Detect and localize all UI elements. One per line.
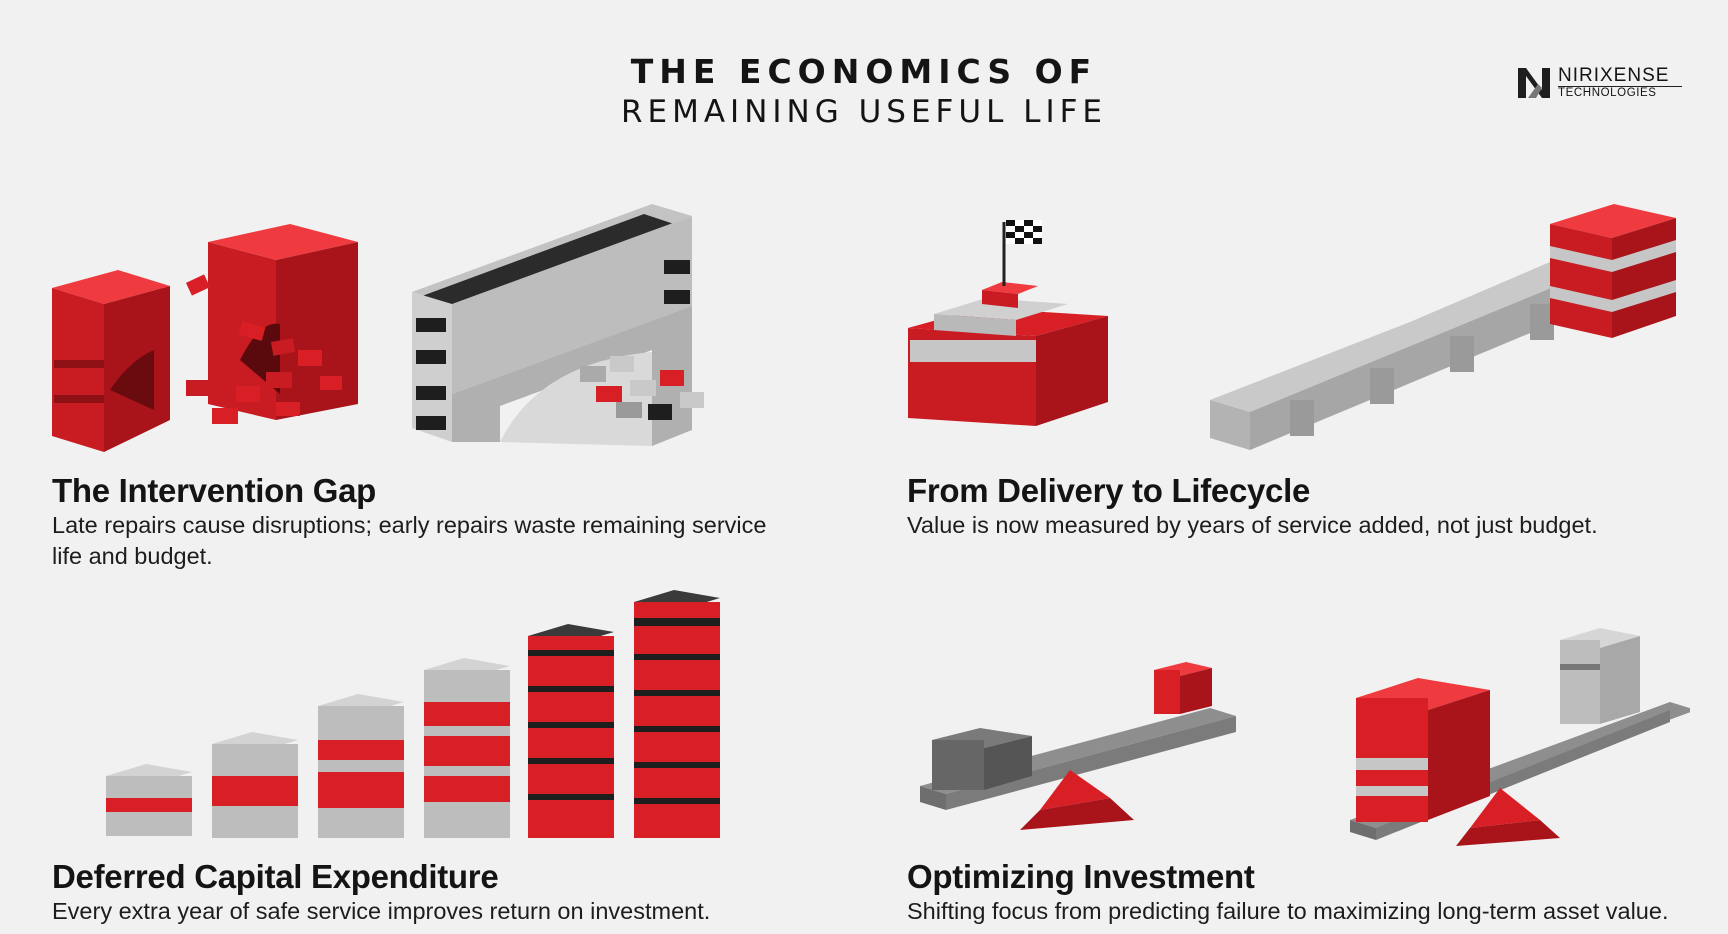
page-title: THE ECONOMICS OF REMAINING USEFUL LIFE	[0, 52, 1728, 132]
panel-title: The Intervention Gap	[52, 472, 377, 509]
panel-deferred-capex: Deferred Capital Expenditure Every extra…	[52, 858, 832, 927]
panel-deferred-capex-art	[96, 590, 816, 850]
seesaw-icon	[920, 628, 1690, 846]
panel-title: Optimizing Investment	[907, 858, 1255, 895]
broken-bridge-icon	[52, 204, 704, 452]
panel-description: Every extra year of safe service improve…	[52, 898, 711, 924]
brand-name: NIRIXENSE	[1558, 65, 1670, 86]
panel-delivery-lifecycle-art	[890, 190, 1690, 460]
panel-description: Value is now measured by years of servic…	[907, 512, 1598, 538]
finish-flag-icon	[908, 204, 1676, 450]
checkered-flag	[1006, 220, 1042, 244]
brand-mark-icon	[1518, 68, 1550, 98]
brand-logo: NIRIXENSE TECHNOLOGIES	[1516, 66, 1686, 102]
panel-intervention-gap-art	[40, 190, 860, 460]
panel-title: From Delivery to Lifecycle	[907, 472, 1311, 509]
extended-bridge-icon	[1210, 204, 1676, 450]
panel-title: Deferred Capital Expenditure	[52, 858, 499, 895]
brand-subtitle: TECHNOLOGIES	[1558, 87, 1657, 99]
panel-description: Late repairs cause disruptions; early re…	[52, 512, 767, 569]
panel-description: Shifting focus from predicting failure t…	[907, 898, 1669, 924]
growing-stacks-icon	[106, 590, 720, 838]
title-line-1: THE ECONOMICS OF	[630, 52, 1098, 91]
panel-optimizing-investment-art	[910, 620, 1690, 850]
title-line-2: REMAINING USEFUL LIFE	[620, 94, 1108, 130]
panel-delivery-lifecycle: From Delivery to Lifecycle Value is now …	[907, 472, 1687, 541]
panel-optimizing-investment: Optimizing Investment Shifting focus fro…	[907, 858, 1697, 927]
brand-divider	[1558, 86, 1682, 87]
panel-intervention-gap: The Intervention Gap Late repairs cause …	[52, 472, 802, 572]
